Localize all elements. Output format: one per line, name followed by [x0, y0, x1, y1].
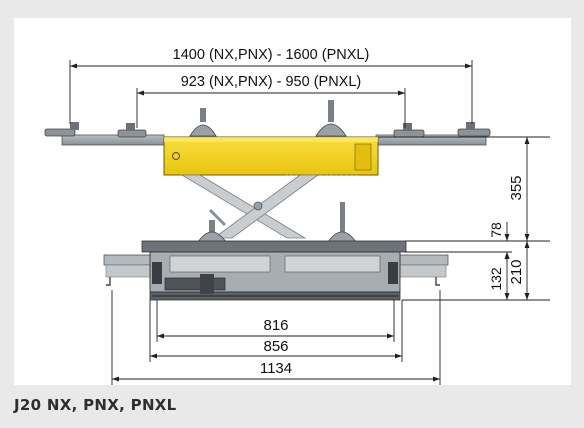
- dim-top-width: 1400 (NX,PNX) - 1600 (PNXL): [173, 47, 370, 63]
- yellow-beam: [163, 136, 379, 176]
- lower-saddles: [197, 202, 357, 243]
- dim-210: 210: [508, 259, 525, 284]
- dim-816: 816: [263, 317, 288, 334]
- figure-caption: J20 NX, PNX, PNXL: [14, 396, 177, 414]
- jack-illustration: [44, 100, 491, 301]
- dim-132: 132: [488, 267, 504, 291]
- dim-1134: 1134: [260, 360, 292, 377]
- top-arms: [44, 122, 491, 146]
- base-frame: [103, 240, 449, 301]
- dimension-lines: [69, 60, 550, 385]
- dim-355: 355: [508, 175, 525, 200]
- drawing-area: [14, 18, 571, 385]
- dim-856: 856: [263, 338, 288, 355]
- dimension-labels: 1400 (NX,PNX) - 1600 (PNXL) 923 (NX,PNX)…: [173, 47, 525, 377]
- dim-78: 78: [488, 222, 504, 238]
- dim-inner-width: 923 (NX,PNX) - 950 (PNXL): [181, 74, 362, 90]
- top-saddles: [189, 100, 347, 137]
- scissor-mechanism: [180, 174, 360, 239]
